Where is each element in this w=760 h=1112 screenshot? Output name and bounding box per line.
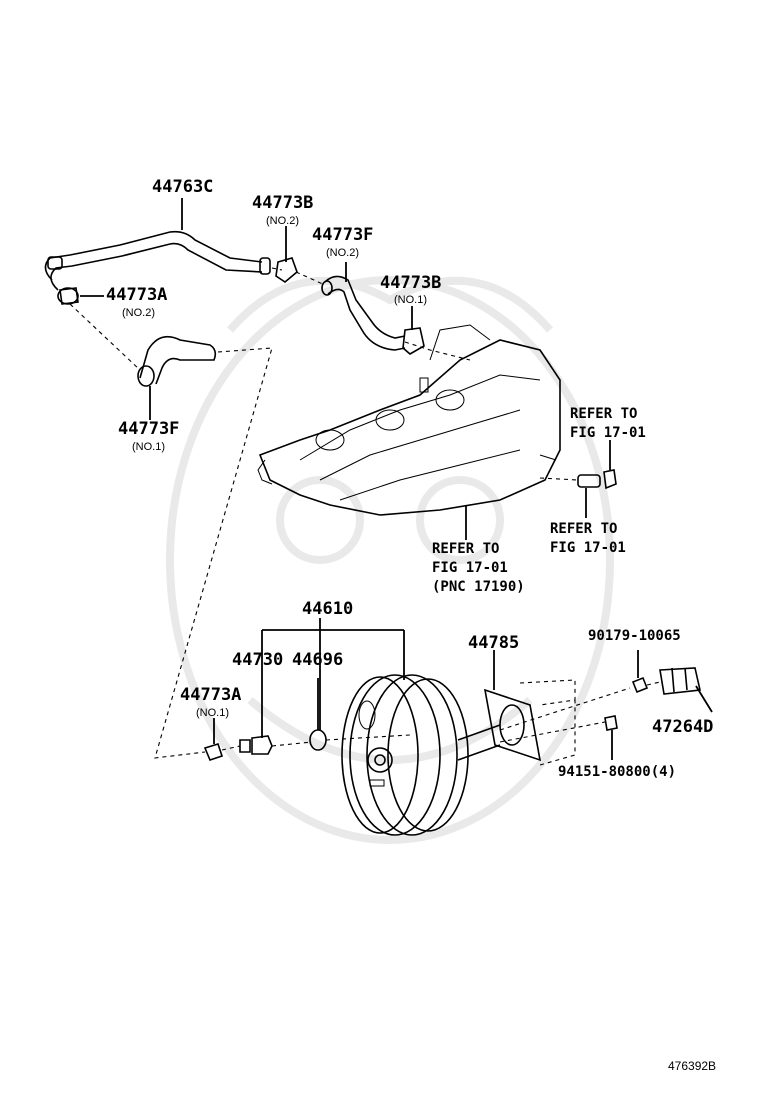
hose-44763C [44,230,271,291]
note-44773B-top: (NO.2) [266,215,299,227]
label-44610: 44610 [302,599,353,619]
refer-note-2a: REFER TO [550,521,617,537]
label-90179-10065: 90179-10065 [588,628,681,644]
refer-note-2b: FIG 17-01 [550,540,626,556]
label-44773A-top: 44773A [106,285,167,305]
clip-44773B-mid [402,327,425,355]
refer-note-1b: FIG 17-01 [570,425,646,441]
note-44773B-mid: (NO.1) [394,294,427,306]
brake-booster-44610 [341,674,501,836]
label-44773F-top: 44773F [312,225,373,245]
label-44763C: 44763C [152,177,213,197]
refer-note-1a: REFER TO [570,406,637,422]
nut-90179 [631,676,649,694]
label-44696: 44696 [292,650,343,670]
label-44785: 44785 [468,633,519,653]
watermark-emblem [166,276,614,844]
gasket-44785 [483,688,542,762]
label-47264D: 47264D [652,717,713,737]
note-44773F-top: (NO.2) [326,247,359,259]
fitting-right [577,469,617,490]
refer-note-3b: FIG 17-01 [432,560,508,576]
hose-44773F-top [321,275,406,351]
diagram-id: 476392B [668,1059,716,1073]
label-44773F-low: 44773F [118,419,179,439]
clip-44773B-top [275,257,298,283]
label-44773B-mid: 44773B [380,273,441,293]
refer-note-3c: (PNC 17190) [432,579,525,595]
refer-note-3a: REFER TO [432,541,499,557]
bracket-47264D [659,667,701,695]
hose-44773F-low [137,335,217,387]
intake-manifold [257,324,561,516]
label-44773A-low: 44773A [180,685,241,705]
nut-94151 [604,715,618,731]
dashed-connections [69,267,661,766]
note-44773A-top: (NO.2) [122,307,155,319]
label-44773B-top: 44773B [252,193,313,213]
leader-lines [80,198,713,760]
clip-44773A-top [57,287,79,305]
label-94151-80800: 94151-80800(4) [558,764,676,780]
note-44773A-low: (NO.1) [196,707,229,719]
label-44730: 44730 [232,650,283,670]
note-44773F-low: (NO.1) [132,441,165,453]
